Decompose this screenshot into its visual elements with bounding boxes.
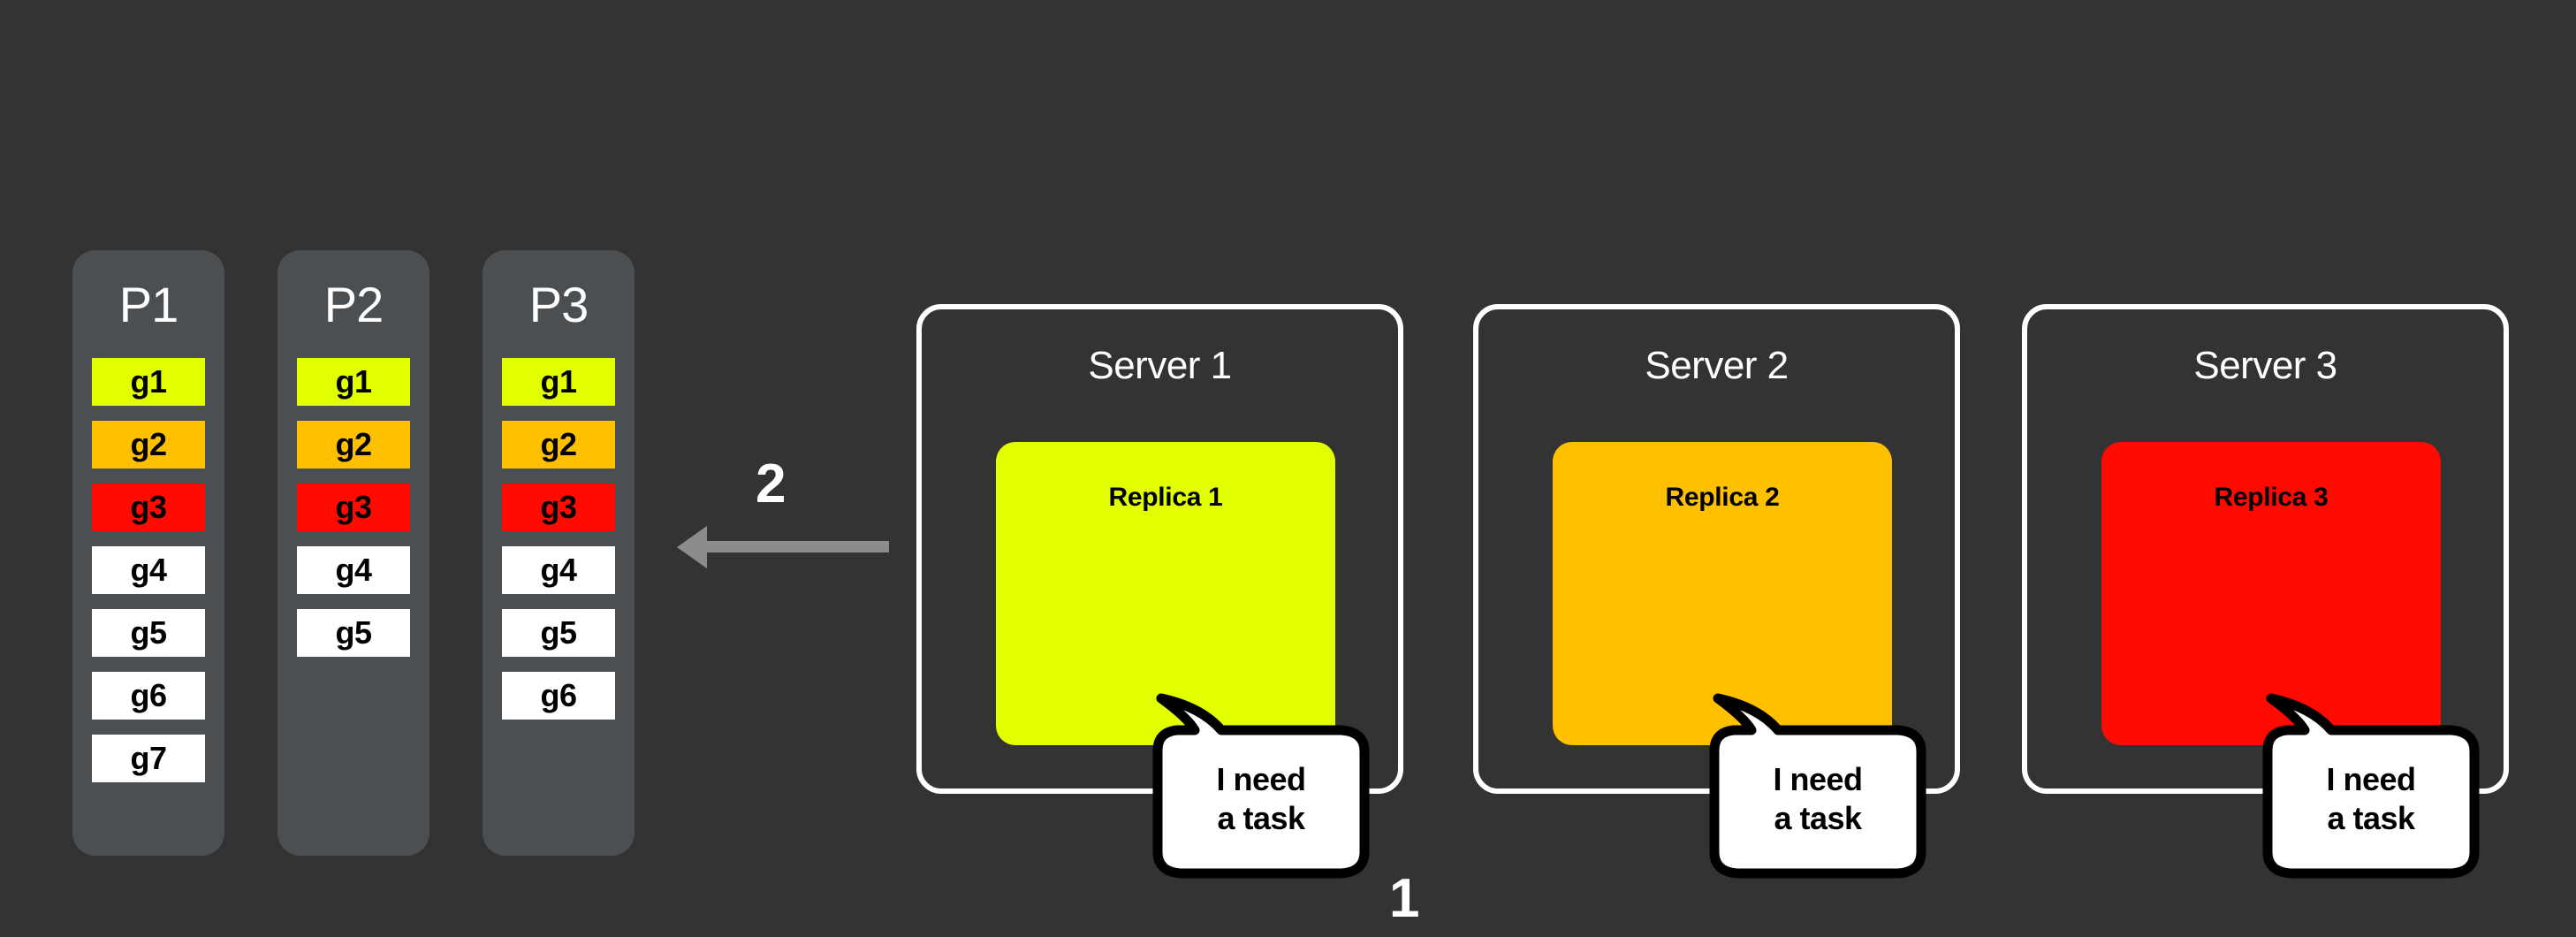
task-label: g5 (540, 614, 577, 651)
task-item[interactable]: g1 (502, 358, 615, 406)
speech-bubble-1-text: I need a task (1216, 761, 1306, 836)
speech-bubble-2-text: I need a task (1773, 761, 1863, 836)
replica-1-label: Replica 1 (1108, 483, 1223, 512)
server-card-2[interactable]: Server 2 Replica 2 (1473, 304, 1960, 794)
partition-p1-task-list: g1 g2 g3 g4 g5 g6 g7 (72, 358, 224, 782)
replica-2-label: Replica 2 (1665, 483, 1780, 512)
server-3-title: Server 3 (2193, 344, 2337, 387)
task-label: g6 (130, 677, 167, 713)
step-one-label: 1 (1389, 868, 1419, 929)
task-label: g2 (540, 426, 577, 462)
task-item[interactable]: g2 (92, 421, 205, 468)
task-item[interactable]: g3 (92, 484, 205, 531)
task-item[interactable]: g1 (297, 358, 410, 406)
partition-p1[interactable]: P1 g1 g2 g3 g4 g5 g6 g7 (72, 250, 224, 856)
task-item[interactable]: g2 (297, 421, 410, 468)
task-item[interactable]: g3 (502, 484, 615, 531)
task-item[interactable]: g5 (297, 609, 410, 657)
task-label: g4 (335, 552, 372, 588)
task-label: g3 (130, 489, 167, 525)
partition-p2-task-list: g1 g2 g3 g4 g5 (277, 358, 429, 657)
arrow-head-icon (677, 526, 707, 568)
task-label: g4 (130, 552, 167, 588)
task-item[interactable]: g4 (502, 546, 615, 594)
assign-task-arrow (677, 526, 889, 568)
server-card-1[interactable]: Server 1 Replica 1 (916, 304, 1403, 794)
task-label: g5 (130, 614, 167, 651)
partition-p1-title: P1 (118, 277, 179, 332)
replica-3-label: Replica 3 (2214, 483, 2329, 512)
task-label: g1 (335, 363, 372, 400)
task-item[interactable]: g2 (502, 421, 615, 468)
task-item[interactable]: g7 (92, 735, 205, 782)
task-item[interactable]: g4 (92, 546, 205, 594)
task-label: g2 (130, 426, 167, 462)
task-label: g1 (540, 363, 577, 400)
server-card-3[interactable]: Server 3 Replica 3 (2022, 304, 2509, 794)
task-label: g4 (540, 552, 577, 588)
task-item[interactable]: g4 (297, 546, 410, 594)
task-label: g1 (130, 363, 167, 400)
task-label: g6 (540, 677, 577, 713)
partition-p3-task-list: g1 g2 g3 g4 g5 g6 (483, 358, 635, 720)
partition-p3-title: P3 (528, 277, 589, 332)
task-label: g3 (335, 489, 372, 525)
task-label: g7 (130, 740, 167, 776)
task-label: g2 (335, 426, 372, 462)
partition-p2-title: P2 (323, 277, 384, 332)
server-2-title: Server 2 (1645, 344, 1789, 387)
speech-bubble-3-text: I need a task (2326, 761, 2416, 836)
task-item[interactable]: g6 (502, 672, 615, 720)
step-two-label: 2 (756, 453, 786, 514)
server-1-title: Server 1 (1088, 344, 1232, 387)
partition-p3[interactable]: P3 g1 g2 g3 g4 g5 g6 (483, 250, 635, 856)
arrow-shaft (705, 541, 889, 552)
task-item[interactable]: g5 (502, 609, 615, 657)
task-label: g3 (540, 489, 577, 525)
task-item[interactable]: g3 (297, 484, 410, 531)
partition-p2[interactable]: P2 g1 g2 g3 g4 g5 (277, 250, 429, 856)
task-item[interactable]: g6 (92, 672, 205, 720)
task-item[interactable]: g1 (92, 358, 205, 406)
task-item[interactable]: g5 (92, 609, 205, 657)
task-label: g5 (335, 614, 372, 651)
